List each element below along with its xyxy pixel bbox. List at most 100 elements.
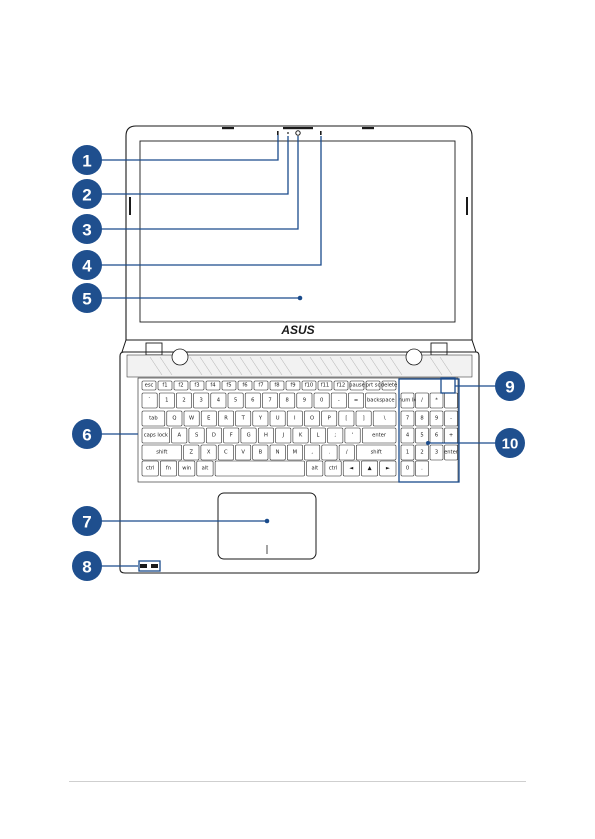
key[interactable]: A	[172, 428, 187, 443]
key[interactable]: f8	[270, 381, 284, 390]
key[interactable]: C	[218, 445, 233, 460]
numpad-key[interactable]: 6	[430, 428, 443, 443]
numpad-key[interactable]: 9	[430, 411, 443, 426]
key[interactable]: `	[142, 393, 157, 408]
numpad-key[interactable]: +	[445, 428, 458, 443]
key[interactable]: f2	[174, 381, 188, 390]
numpad-key[interactable]: num lk	[399, 393, 417, 408]
key[interactable]: prt sc	[366, 381, 381, 390]
key[interactable]: pause	[349, 381, 365, 390]
key[interactable]: G	[241, 428, 256, 443]
key[interactable]: U	[270, 411, 285, 426]
key[interactable]: 3	[194, 393, 209, 408]
key[interactable]: 5	[228, 393, 243, 408]
key[interactable]: -	[331, 393, 346, 408]
key[interactable]: caps lock	[142, 428, 170, 443]
numpad-key[interactable]: *	[430, 393, 443, 408]
key[interactable]: Y	[253, 411, 268, 426]
numpad-key[interactable]: 1	[401, 445, 414, 460]
key[interactable]: 1	[159, 393, 174, 408]
key[interactable]: V	[236, 445, 251, 460]
key[interactable]: ctrl	[325, 461, 341, 476]
key[interactable]: esc	[142, 381, 156, 390]
key[interactable]: P	[322, 411, 337, 426]
key[interactable]: K	[293, 428, 308, 443]
numpad-key[interactable]: .	[416, 461, 429, 476]
key[interactable]: X	[201, 445, 216, 460]
key[interactable]: L	[310, 428, 325, 443]
key[interactable]: T	[236, 411, 251, 426]
numpad-key[interactable]: /	[416, 393, 429, 408]
key[interactable]: O	[304, 411, 319, 426]
key[interactable]: [	[339, 411, 354, 426]
key[interactable]: S	[189, 428, 204, 443]
key[interactable]: f12	[334, 381, 348, 390]
key[interactable]: f6	[238, 381, 252, 390]
key[interactable]: shift	[356, 445, 396, 460]
key[interactable]: f1	[158, 381, 172, 390]
key[interactable]: R	[218, 411, 233, 426]
numpad-key-cap[interactable]	[445, 393, 458, 408]
key[interactable]: 6	[245, 393, 260, 408]
key[interactable]: =	[348, 393, 363, 408]
key[interactable]: delete	[381, 381, 397, 390]
numpad-key[interactable]: enter	[444, 445, 459, 460]
key[interactable]: W	[184, 411, 199, 426]
key[interactable]: ]	[356, 411, 371, 426]
key[interactable]: 4	[211, 393, 226, 408]
key[interactable]: I	[287, 411, 302, 426]
key[interactable]: ◄	[343, 461, 359, 476]
numpad-key[interactable]	[445, 393, 458, 408]
key[interactable]: .	[322, 445, 337, 460]
key[interactable]: 9	[297, 393, 312, 408]
key[interactable]: ▲	[361, 461, 377, 476]
key[interactable]: N	[270, 445, 285, 460]
key[interactable]: \	[373, 411, 396, 426]
key[interactable]: fn	[160, 461, 176, 476]
numpad-key[interactable]: 0	[401, 461, 414, 476]
key[interactable]: E	[201, 411, 216, 426]
key[interactable]: Z	[184, 445, 199, 460]
key[interactable]: J	[276, 428, 291, 443]
key[interactable]: f9	[286, 381, 300, 390]
key[interactable]: f4	[206, 381, 220, 390]
key[interactable]: F	[224, 428, 239, 443]
key[interactable]: ,	[305, 445, 320, 460]
key[interactable]: backspace	[366, 393, 396, 408]
key[interactable]: D	[206, 428, 221, 443]
key[interactable]: /	[339, 445, 354, 460]
numpad-key[interactable]: 7	[401, 411, 414, 426]
key[interactable]: shift	[142, 445, 182, 460]
numpad-key[interactable]: 5	[416, 428, 429, 443]
key[interactable]: ;	[328, 428, 343, 443]
key[interactable]	[215, 461, 305, 476]
key[interactable]: enter	[362, 428, 396, 443]
key-cap[interactable]	[215, 461, 305, 476]
key[interactable]: win	[179, 461, 195, 476]
key[interactable]: 7	[262, 393, 277, 408]
key[interactable]: f11	[318, 381, 332, 390]
key[interactable]: tab	[142, 411, 165, 426]
key[interactable]: '	[345, 428, 360, 443]
key[interactable]: alt	[307, 461, 323, 476]
key[interactable]: ►	[380, 461, 396, 476]
key[interactable]: f5	[222, 381, 236, 390]
key[interactable]: M	[287, 445, 302, 460]
key[interactable]: 0	[314, 393, 329, 408]
key[interactable]: 2	[176, 393, 191, 408]
key[interactable]: 8	[280, 393, 295, 408]
key[interactable]: ctrl	[142, 461, 158, 476]
numpad-key[interactable]: 2	[416, 445, 429, 460]
key[interactable]: H	[258, 428, 273, 443]
numpad-key[interactable]: 3	[430, 445, 443, 460]
key[interactable]: f10	[302, 381, 316, 390]
numpad-key[interactable]: 8	[416, 411, 429, 426]
key[interactable]: alt	[197, 461, 213, 476]
numpad-key[interactable]: -	[445, 411, 458, 426]
key[interactable]: f7	[254, 381, 268, 390]
numpad-key[interactable]: 4	[401, 428, 414, 443]
key[interactable]: Q	[167, 411, 182, 426]
key[interactable]: f3	[190, 381, 204, 390]
touchpad[interactable]	[218, 493, 316, 559]
key[interactable]: B	[253, 445, 268, 460]
